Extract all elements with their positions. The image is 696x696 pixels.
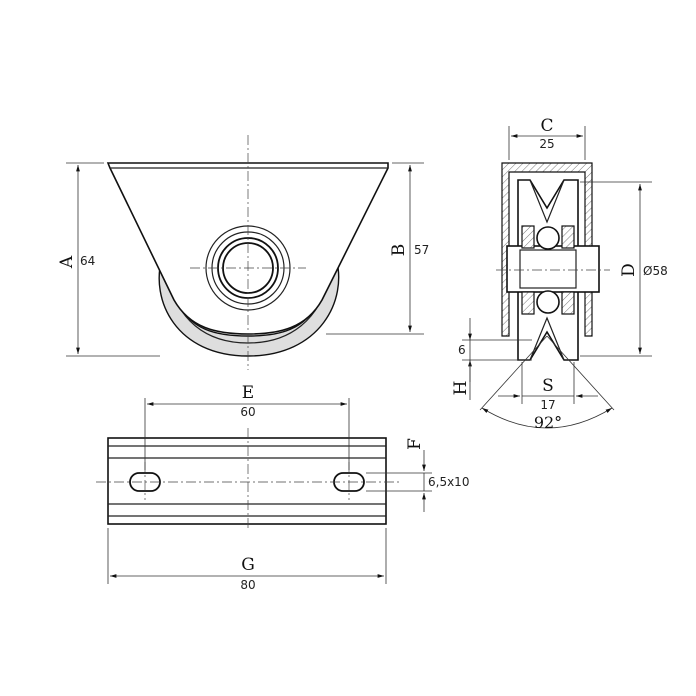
bearing-ball-bottom xyxy=(536,290,560,314)
side-view: C 25 D Ø58 6 H S 17 92° xyxy=(451,116,668,432)
dim-F-value: 6,5x10 xyxy=(428,475,469,489)
dim-C-letter: C xyxy=(540,116,553,136)
side-bracket-section xyxy=(501,162,593,337)
dim-G-letter: G xyxy=(241,555,255,575)
dim-S-letter: S xyxy=(542,376,554,396)
dim-G-value: 80 xyxy=(240,578,255,592)
angle-arc xyxy=(481,407,613,429)
bearing-ball-top xyxy=(536,226,560,250)
dim-D-value: Ø58 xyxy=(643,264,668,278)
dim-H-letter: H xyxy=(451,381,471,396)
dim-B-value: 57 xyxy=(414,243,429,257)
dim-A-value: 64 xyxy=(80,254,95,268)
side-axle xyxy=(506,245,600,293)
dim-E-value: 60 xyxy=(240,405,255,419)
base-plate xyxy=(107,437,387,525)
dim-E-letter: E xyxy=(242,383,254,403)
angle-value: 92° xyxy=(534,413,562,432)
dim-D-letter: D xyxy=(619,263,639,277)
dim-H-value: 6 xyxy=(458,343,466,357)
dim-F-letter: F xyxy=(405,438,425,450)
dim-S-value: 17 xyxy=(540,398,555,412)
dim-C-value: 25 xyxy=(539,137,554,151)
top-view: E 60 F 6,5x10 G 80 xyxy=(96,383,469,592)
dim-A-letter: A xyxy=(57,255,77,269)
front-view: A 64 B 57 xyxy=(57,135,429,370)
dim-B-letter: B xyxy=(389,244,409,257)
